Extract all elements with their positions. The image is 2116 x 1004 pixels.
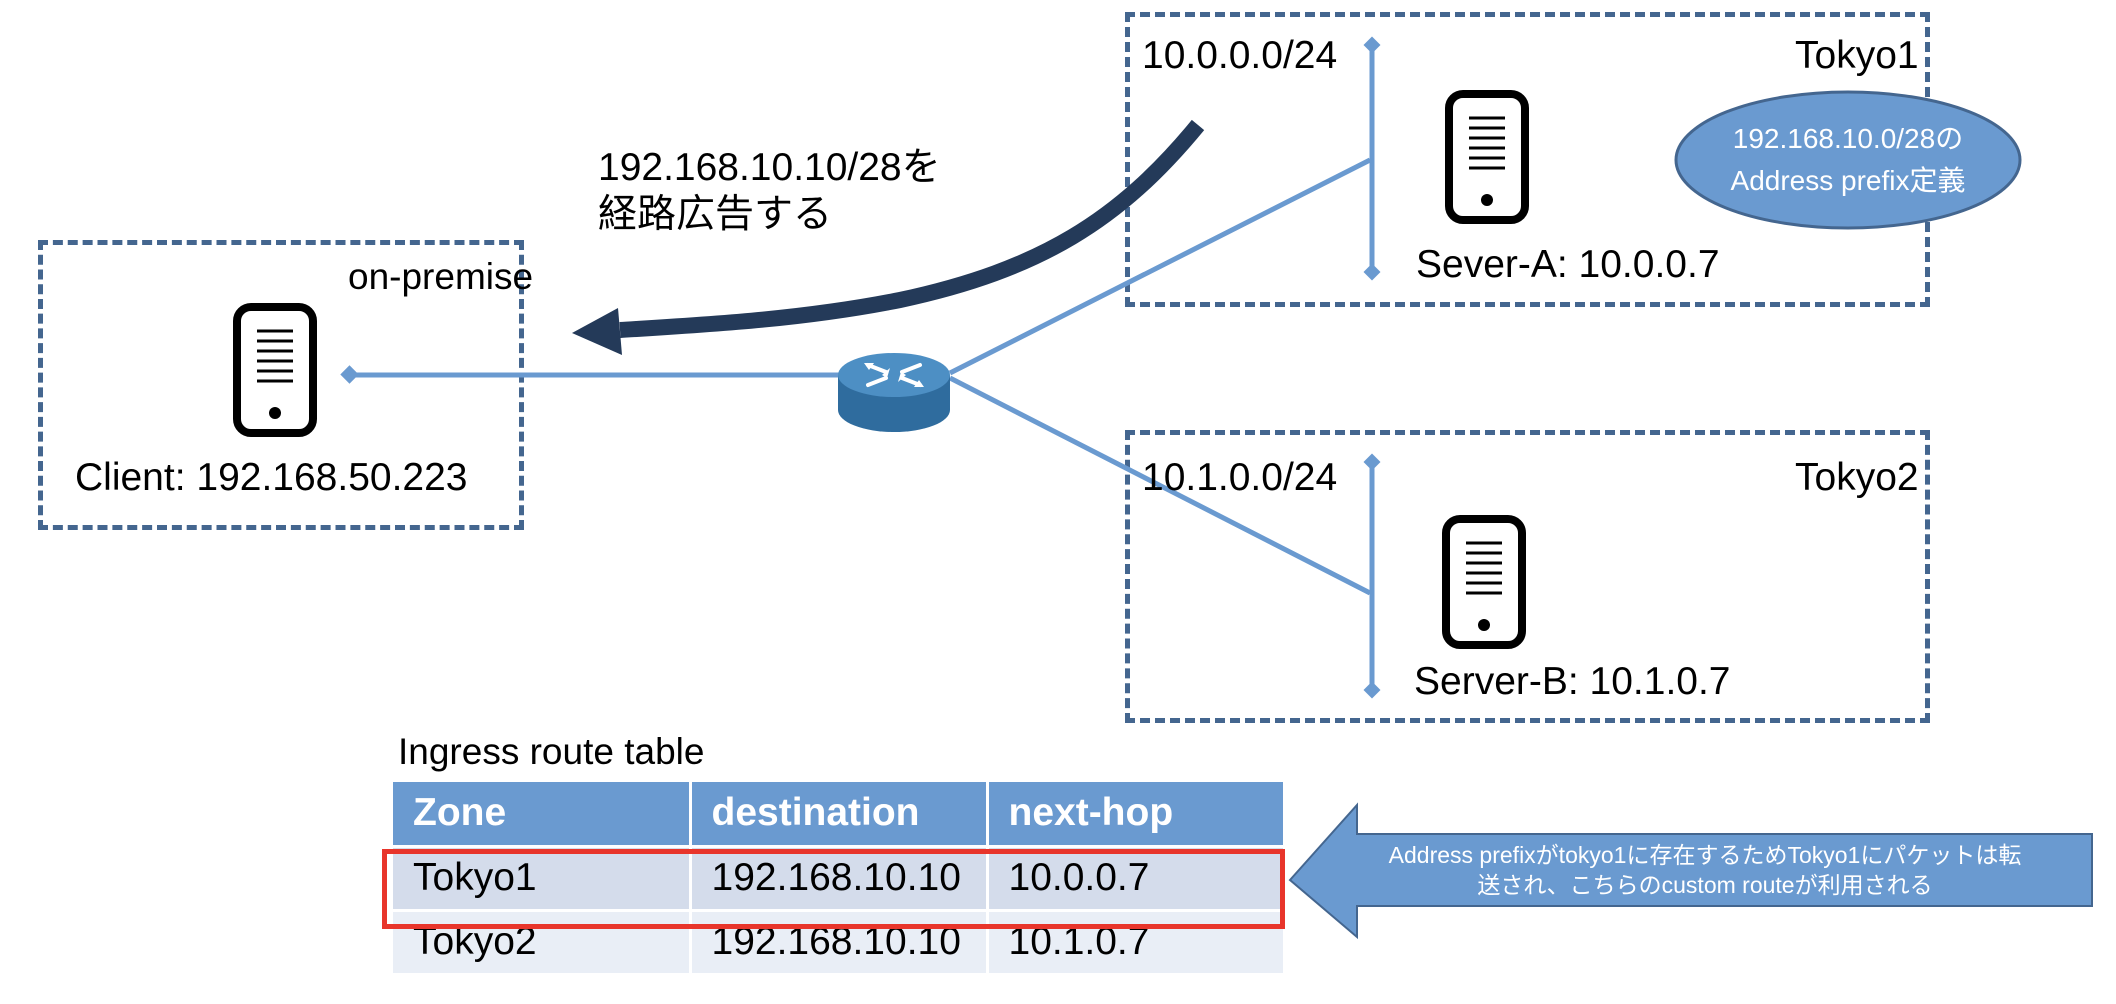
server-b-icon <box>1442 515 1526 649</box>
prefix-note-line2: Address prefix定義 <box>1730 165 1966 196</box>
table-header-row: Zone destination next-hop <box>393 782 1286 848</box>
tokyo2-bus-top-endpoint <box>1363 453 1381 471</box>
client-link-endpoint <box>340 365 359 384</box>
server-a-icon <box>1445 90 1529 224</box>
prefix-note-line1: 192.168.10.0/28の <box>1732 123 1964 154</box>
tokyo1-name-label: Tokyo1 <box>1795 34 1919 77</box>
server-a-label: Sever-A: 10.0.0.7 <box>1416 243 1720 286</box>
tokyo2-bus-bottom-endpoint <box>1363 681 1381 699</box>
client-server-icon <box>233 303 317 437</box>
callout-text: Address prefixがtokyo1に存在するためTokyo1にパケットは… <box>1330 840 2080 900</box>
cell-zone: Tokyo1 <box>393 846 692 912</box>
route-advertise-arrow <box>619 119 1205 338</box>
callout-line2: 送され、こちらのcustom routeが利用される <box>1477 872 1933 898</box>
header-next-hop: next-hop <box>987 782 1286 848</box>
prefix-ellipse <box>1674 90 2022 230</box>
router-tokyo2-link <box>948 375 1372 596</box>
tokyo2-subnet-label: 10.1.0.0/24 <box>1142 456 1338 499</box>
tokyo1-subnet-label: 10.0.0.0/24 <box>1142 34 1338 77</box>
route-table-title: Ingress route table <box>398 731 705 772</box>
tokyo2-name-label: Tokyo2 <box>1795 456 1919 499</box>
on-premise-box <box>38 240 524 530</box>
on-premise-label: on-premise <box>348 256 534 297</box>
callout-arrow <box>1288 802 2093 940</box>
table-row: Tokyo1 192.168.10.10 10.0.0.7 <box>393 846 1286 912</box>
cell-destination: 192.168.10.10 <box>690 846 989 912</box>
tokyo1-bus-bottom-endpoint <box>1363 263 1381 281</box>
callout-line1: Address prefixがtokyo1に存在するためTokyo1にパケットは… <box>1388 842 2022 868</box>
cell-next-hop: 10.0.0.7 <box>987 846 1286 912</box>
route-advertise-arrowhead <box>572 308 622 355</box>
advertise-note-line2: 経路広告する <box>598 193 833 236</box>
prefix-note: 192.168.10.0/28の Address prefix定義 <box>1678 118 2018 202</box>
header-destination: destination <box>690 782 989 848</box>
tokyo1-bus-top-endpoint <box>1363 36 1381 54</box>
highlight-box <box>382 849 1285 929</box>
client-label: Client: 192.168.50.223 <box>75 456 468 499</box>
tokyo2-box <box>1125 430 1930 723</box>
router-icon <box>838 353 950 432</box>
router-tokyo1-link <box>948 157 1372 376</box>
server-b-label: Server-B: 10.1.0.7 <box>1414 660 1731 703</box>
advertise-note-line1: 192.168.10.10/28を <box>598 146 941 189</box>
header-zone: Zone <box>393 782 692 848</box>
